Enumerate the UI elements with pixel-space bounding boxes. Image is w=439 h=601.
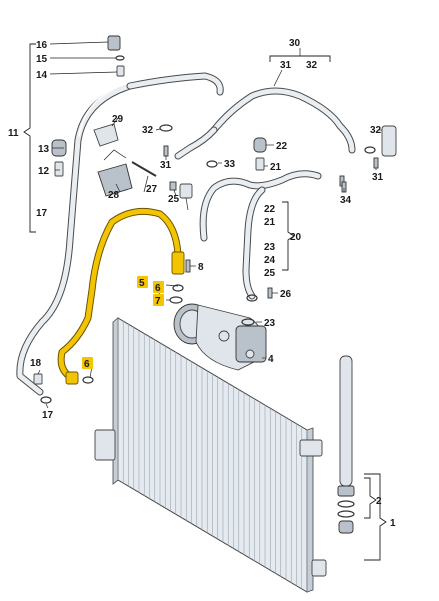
label-17-upper: 17 bbox=[36, 208, 48, 219]
label-21-top: 21 bbox=[270, 162, 282, 173]
label-28: 28 bbox=[108, 190, 120, 201]
label-20: 20 bbox=[290, 232, 302, 243]
pipe-30 bbox=[174, 87, 356, 160]
label-16: 16 bbox=[36, 40, 48, 51]
label-31-top: 31 bbox=[280, 60, 292, 71]
label-22-top: 22 bbox=[276, 141, 288, 152]
label-22-lower: 22 bbox=[264, 204, 276, 215]
label-1: 1 bbox=[390, 518, 396, 529]
pipe-5-highlighted bbox=[57, 207, 185, 385]
label-2: 2 bbox=[376, 496, 382, 507]
label-13: 13 bbox=[38, 144, 50, 155]
label-4: 4 bbox=[268, 354, 274, 365]
label-5: 5 bbox=[139, 278, 145, 289]
label-29: 29 bbox=[112, 114, 124, 125]
pipe-20 bbox=[199, 170, 322, 300]
label-23-lower: 23 bbox=[264, 318, 276, 329]
label-21-lower: 21 bbox=[264, 217, 276, 228]
pipe-11-upper bbox=[126, 72, 224, 96]
leader-lines bbox=[37, 41, 382, 409]
label-25-left: 25 bbox=[168, 194, 180, 205]
label-18: 18 bbox=[30, 358, 42, 369]
label-34: 34 bbox=[340, 195, 352, 206]
pipe-17 bbox=[16, 82, 134, 396]
label-31-right: 31 bbox=[372, 172, 384, 183]
label-25-right: 25 bbox=[264, 268, 276, 279]
label-32-top: 32 bbox=[306, 60, 318, 71]
label-33: 33 bbox=[224, 159, 236, 170]
receiver-drier bbox=[337, 355, 355, 534]
label-31-left: 31 bbox=[160, 160, 172, 171]
label-32-right: 32 bbox=[370, 125, 382, 136]
label-30: 30 bbox=[289, 38, 301, 49]
small-parts bbox=[33, 35, 397, 404]
label-7: 7 bbox=[155, 296, 161, 307]
label-6b-highlight bbox=[82, 357, 93, 369]
label-6-lower: 6 bbox=[84, 359, 90, 370]
label-27: 27 bbox=[146, 184, 158, 195]
label-15: 15 bbox=[36, 54, 48, 65]
label-26: 26 bbox=[280, 289, 292, 300]
label-32-left: 32 bbox=[142, 125, 154, 136]
label-6-highlight bbox=[153, 281, 164, 293]
brackets bbox=[23, 43, 387, 561]
label-24-right: 24 bbox=[264, 255, 276, 266]
label-12: 12 bbox=[38, 166, 50, 177]
compressor bbox=[173, 303, 267, 371]
label-6-upper: 6 bbox=[155, 283, 161, 294]
label-17-lower: 17 bbox=[42, 410, 54, 421]
label-5-highlight bbox=[137, 276, 148, 288]
label-7-highlight bbox=[153, 294, 164, 306]
label-8: 8 bbox=[198, 262, 204, 273]
label-23-upper: 23 bbox=[264, 242, 276, 253]
label-14: 14 bbox=[36, 70, 48, 81]
condenser bbox=[94, 317, 327, 593]
label-11: 11 bbox=[8, 128, 19, 139]
part-number-labels: 16 15 14 11 13 12 17 29 28 27 32 31 33 2… bbox=[8, 38, 396, 529]
